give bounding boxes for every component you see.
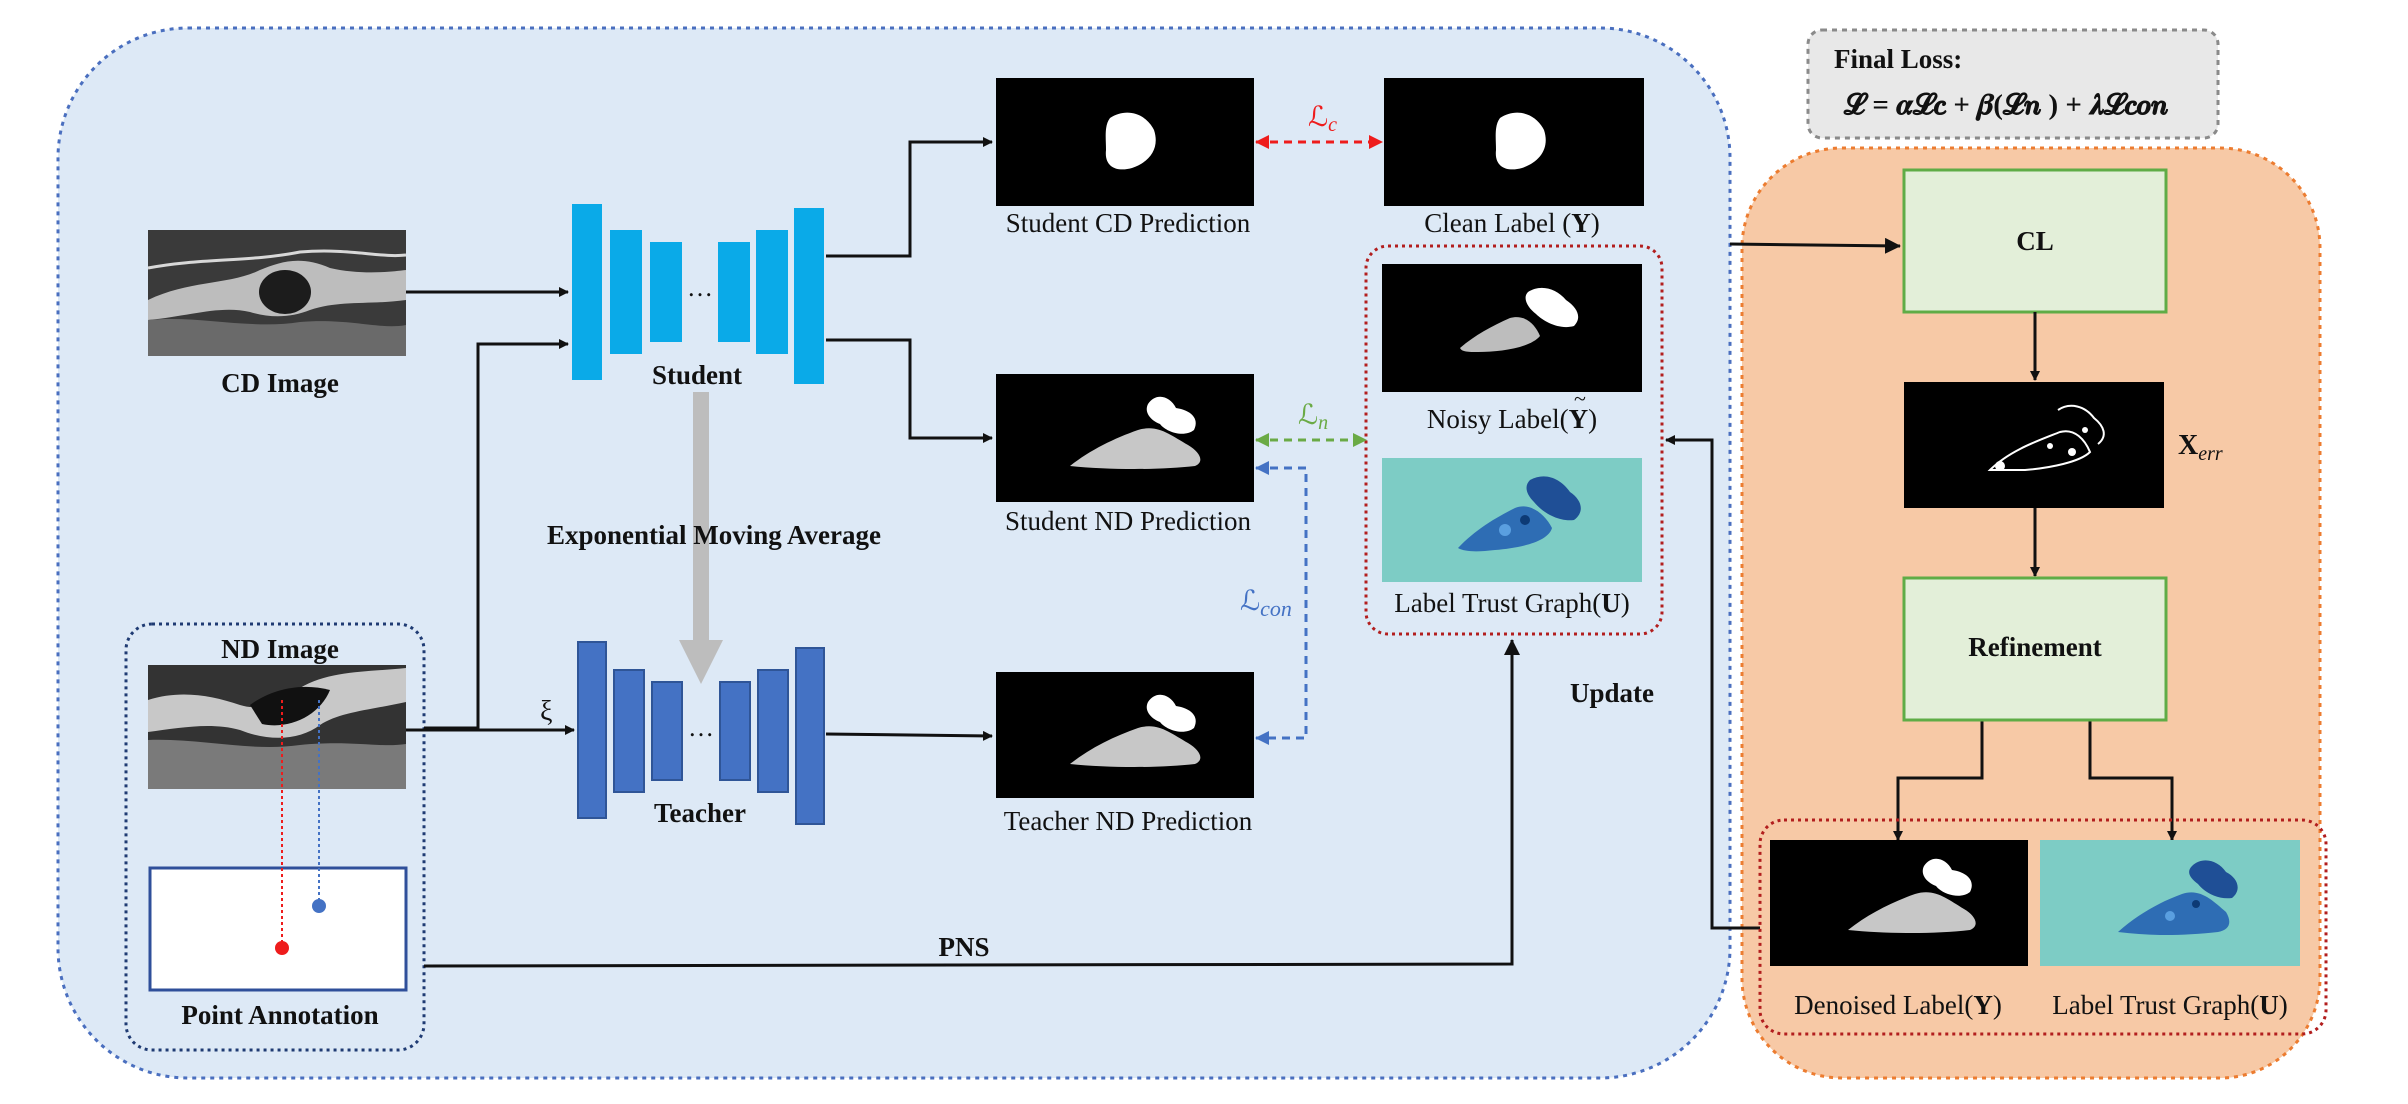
- pns-label: PNS: [938, 932, 989, 962]
- cl-label: CL: [2016, 226, 2054, 256]
- output-group-frame: [1758, 818, 2328, 1036]
- update-label: Update: [1570, 678, 1654, 708]
- point-annotation-box: [148, 866, 408, 992]
- teacher-dots: …: [688, 713, 714, 742]
- xi-label: ξ: [540, 696, 552, 727]
- student-label: Student: [652, 360, 742, 390]
- arrow-panel-to-cl: [1729, 237, 1901, 254]
- denoised-label-image: [1770, 840, 2028, 966]
- x-err-image: [1904, 382, 2164, 508]
- lcon-label: ℒcon: [1240, 586, 1292, 621]
- ema-label: Exponential Moving Average: [547, 520, 881, 550]
- arrow-nd-to-student: [424, 339, 569, 730]
- noisy-label-group-frame: [1364, 244, 1664, 636]
- ln-label: ℒn: [1298, 400, 1328, 434]
- arrow-student-to-cd-pred: [826, 137, 993, 258]
- x-err-label: Xerr: [2178, 430, 2223, 465]
- student-network: [572, 204, 824, 384]
- student-cd-prediction-label: Student CD Prediction: [1006, 208, 1251, 238]
- final-loss-box: [1806, 28, 2220, 140]
- refinement-box: [1902, 576, 2168, 722]
- arrow-update: [1665, 435, 1760, 930]
- arrow-pns: [423, 639, 1520, 968]
- refinement-label: Refinement: [1968, 632, 2101, 662]
- clean-label-caption: Clean Label (Y): [1424, 208, 1599, 238]
- red-point: [275, 941, 289, 955]
- teacher-label: Teacher: [654, 798, 746, 828]
- label-trust-graph-caption: Label Trust Graph(U): [1394, 588, 1629, 618]
- teacher-network: [577, 641, 825, 825]
- lcon-arrow: [1255, 461, 1308, 745]
- blue-point: [312, 899, 326, 913]
- student-nd-prediction-label: Student ND Prediction: [1005, 506, 1251, 536]
- final-loss-title: Final Loss:: [1834, 44, 1962, 74]
- cd-image: [147, 230, 407, 356]
- student-dots: …: [687, 273, 713, 302]
- ema-arrow-shaft: [693, 392, 709, 642]
- student-nd-prediction-image: [996, 374, 1254, 502]
- cl-box: [1902, 168, 2168, 314]
- clean-label-image: [1384, 78, 1644, 206]
- ema-arrow-head: [679, 640, 723, 684]
- arrow-refinement-to-trust: [2088, 720, 2177, 841]
- arrow-student-to-nd-pred: [826, 338, 993, 443]
- point-annotation-label: Point Annotation: [181, 1000, 378, 1030]
- nd-image-label: ND Image: [221, 634, 339, 664]
- cd-image-label: CD Image: [221, 368, 339, 398]
- noisy-label-caption: Noisy Label(Y): [1427, 404, 1597, 434]
- label-trust-graph-output-image: [2040, 840, 2300, 966]
- noisy-label-tilde: ~: [1574, 386, 1586, 411]
- arrow-teacher-to-nd-pred: [825, 730, 993, 741]
- teacher-nd-prediction-image: [996, 672, 1254, 798]
- student-cd-prediction-image: [996, 78, 1254, 206]
- arrow-refinement-to-denoised: [1893, 720, 1984, 841]
- label-trust-graph-output-caption: Label Trust Graph(U): [2052, 990, 2287, 1020]
- nd-image: [148, 665, 406, 789]
- lc-label: ℒc: [1308, 102, 1337, 136]
- denoised-label-caption: Denoised Label(Y): [1794, 990, 2002, 1020]
- noisy-label-image: [1382, 264, 1642, 392]
- final-loss-formula: 𝓛 = 𝜶𝓛𝒄 + 𝜷(𝓛𝒏 ) + 𝝀𝓛𝒄𝒐𝒏: [1843, 89, 2169, 122]
- teacher-nd-prediction-label: Teacher ND Prediction: [1004, 806, 1253, 836]
- label-trust-graph-image: [1382, 458, 1642, 582]
